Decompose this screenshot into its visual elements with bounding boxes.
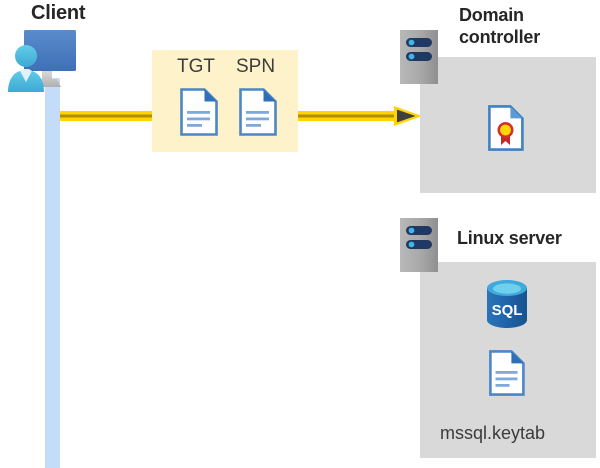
sql-icon-label: SQL: [492, 302, 523, 319]
user-computer-icon: [6, 27, 90, 95]
document-icon: [239, 88, 277, 136]
certificate-document-icon: [488, 105, 524, 151]
sql-database-icon: SQL: [484, 279, 530, 329]
document-icon: [180, 88, 218, 136]
server-rack-icon: [400, 30, 438, 84]
spn-label: SPN: [236, 56, 276, 77]
client-title: Client: [31, 2, 86, 24]
document-icon: [489, 350, 525, 396]
linux-server-title: Linux server: [457, 228, 562, 248]
domain-controller-title: Domain controller: [459, 4, 599, 48]
domain-controller-title-line-1: Domain: [459, 5, 524, 25]
keytab-filename-label: mssql.keytab: [440, 423, 546, 443]
tgt-label: TGT: [177, 56, 215, 77]
domain-controller-title-line-2: controller: [459, 27, 541, 47]
server-rack-icon: [400, 218, 438, 272]
client-lifeline: [45, 78, 60, 468]
